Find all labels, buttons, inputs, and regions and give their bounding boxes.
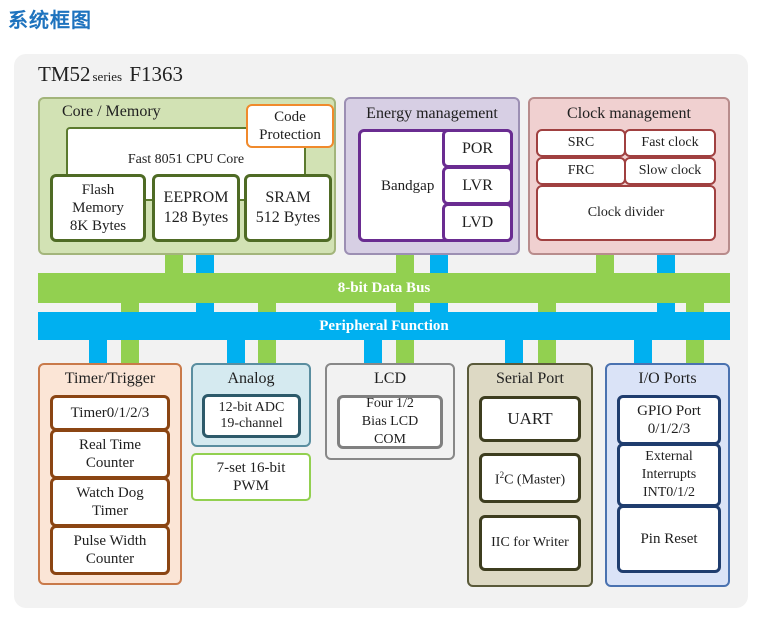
core-memory-title: Core / Memory — [62, 103, 161, 120]
chip-prefix: TM52 — [38, 62, 91, 86]
pin-reset-label: Pin Reset — [640, 531, 698, 547]
frc-box: FRC — [536, 157, 626, 185]
i2c-rest: C (Master) — [504, 472, 566, 488]
uart-box: UART — [479, 396, 581, 442]
external-interrupts-box: External Interrupts INT0/1/2 — [617, 443, 721, 507]
lvr-label: LVR — [462, 176, 493, 194]
analog-title: Analog — [227, 370, 275, 387]
lcd-com-label: Four 1/2 Bias LCD COM — [361, 396, 419, 447]
adc-label: 12-bit ADC 19-channel — [218, 400, 285, 431]
iic-writer-box: IIC for Writer — [479, 515, 581, 571]
clock-divider-box: Clock divider — [536, 185, 716, 241]
peripheral-bus-label: Peripheral Function — [319, 317, 449, 334]
gpio-box: GPIO Port 0/1/2/3 — [617, 395, 721, 445]
code-protection-box: Code Protection — [246, 104, 334, 148]
slow-clock-label: Slow clock — [638, 163, 702, 178]
pin-reset-box: Pin Reset — [617, 505, 721, 573]
lvd-label: LVD — [461, 213, 494, 231]
pwm-label: 7-set 16-bit PWM — [216, 460, 286, 494]
bandgap-label: Bandgap — [381, 177, 435, 194]
cpu-core-label: Fast 8051 CPU Core — [127, 152, 245, 167]
por-box: POR — [442, 129, 513, 168]
timer-box: Timer0/1/2/3 — [50, 395, 170, 431]
timer-label: Timer0/1/2/3 — [70, 405, 150, 421]
connector-clock-data — [596, 254, 614, 276]
watchdog-timer-box: Watch Dog Timer — [50, 477, 170, 527]
data-bus-label: 8-bit Data Bus — [337, 279, 431, 296]
core-memory-group: Core / Memory Fast 8051 CPU Core Code Pr… — [38, 97, 336, 255]
pulse-width-counter-label: Pulse Width Counter — [73, 533, 147, 567]
connector-io-periph — [634, 338, 652, 364]
lcd-com-box: Four 1/2 Bias LCD COM — [337, 395, 443, 449]
eeprom-label: EEPROM 128 Bytes — [163, 189, 229, 226]
lcd-title: LCD — [374, 370, 406, 387]
flash-memory-label: Flash Memory 8K Bytes — [69, 182, 127, 234]
energy-management-title: Energy management — [366, 105, 498, 122]
external-interrupts-label: External Interrupts INT0/1/2 — [641, 449, 697, 500]
real-time-counter-box: Real Time Counter — [50, 429, 170, 479]
src-box: SRC — [536, 129, 626, 157]
por-label: POR — [461, 139, 494, 157]
io-ports-group: I/O Ports GPIO Port 0/1/2/3 External Int… — [605, 363, 730, 587]
i2c-base: I — [494, 472, 500, 488]
energy-management-group: Energy management Bandgap POR LVR LVD — [344, 97, 520, 255]
connector-core-data — [165, 254, 183, 276]
slow-clock-box: Slow clock — [624, 157, 716, 185]
iic-writer-label: IIC for Writer — [491, 535, 569, 550]
page-heading: 系统框图 — [8, 8, 92, 32]
clock-divider-label: Clock divider — [587, 205, 665, 220]
serial-port-title: Serial Port — [496, 370, 564, 387]
pulse-width-counter-box: Pulse Width Counter — [50, 525, 170, 575]
fast-clock-label: Fast clock — [641, 135, 699, 150]
sram-label: SRAM 512 Bytes — [255, 189, 321, 226]
fast-clock-box: Fast clock — [624, 129, 716, 157]
sram-box: SRAM 512 Bytes — [244, 174, 332, 242]
adc-box: 12-bit ADC 19-channel — [202, 394, 301, 438]
i2c-sup: 2 — [499, 470, 505, 481]
watchdog-timer-label: Watch Dog Timer — [76, 485, 144, 519]
eeprom-box: EEPROM 128 Bytes — [152, 174, 240, 242]
code-protection-label: Code Protection — [259, 109, 321, 143]
src-label: SRC — [567, 135, 595, 150]
lvr-box: LVR — [442, 166, 513, 205]
frc-label: FRC — [567, 163, 595, 178]
chip-series: series — [92, 69, 123, 84]
serial-port-group: Serial Port UART I2C (Master) IIC for Wr… — [467, 363, 593, 587]
chip-model: F1363 — [129, 62, 184, 86]
connector-lcd-periph — [364, 338, 382, 364]
lcd-group: LCD Four 1/2 Bias LCD COM — [325, 363, 455, 460]
gpio-label: GPIO Port 0/1/2/3 — [637, 403, 701, 437]
clock-management-title: Clock management — [567, 105, 691, 122]
connector-analog-periph — [227, 338, 245, 364]
i2c-master-box: I2C (Master) — [479, 453, 581, 503]
clock-management-group: Clock management SRC Fast clock FRC Slow… — [528, 97, 730, 255]
timer-trigger-group: Timer/Trigger Timer0/1/2/3 Real Time Cou… — [38, 363, 182, 585]
timer-trigger-title: Timer/Trigger — [64, 370, 156, 387]
analog-group: Analog 12-bit ADC 19-channel — [191, 363, 311, 447]
peripheral-bus: Peripheral Function — [38, 312, 730, 340]
connector-timer-periph — [89, 338, 107, 364]
flash-memory-box: Flash Memory 8K Bytes — [50, 174, 146, 242]
connector-serial-periph — [505, 338, 523, 364]
data-bus: 8-bit Data Bus — [38, 273, 730, 303]
i2c-master-label: I2C (Master) — [495, 466, 565, 490]
uart-label: UART — [507, 409, 553, 428]
io-ports-title: I/O Ports — [638, 370, 697, 387]
connector-energy-data — [396, 254, 414, 276]
lvd-box: LVD — [442, 203, 513, 242]
real-time-counter-label: Real Time Counter — [78, 437, 142, 471]
pwm-box: 7-set 16-bit PWM — [191, 453, 311, 501]
